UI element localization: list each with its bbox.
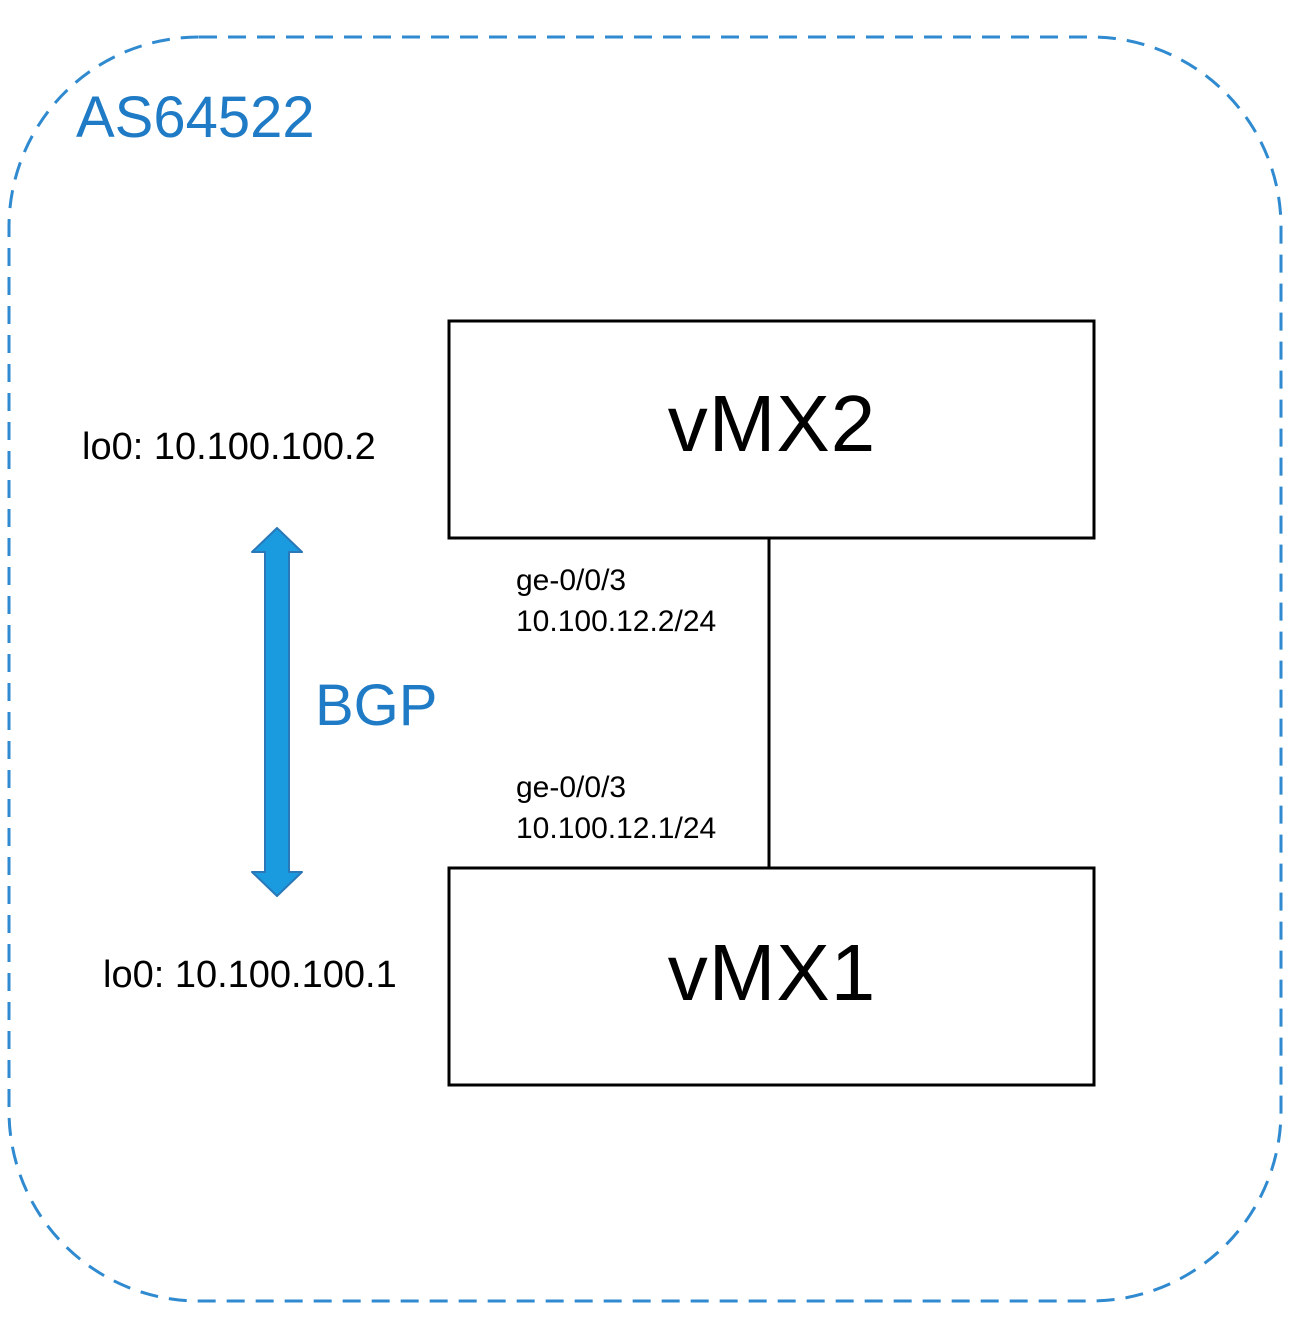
router-name-vmx1: vMX1 (667, 928, 877, 1017)
interface-name-vmx2: ge-0/0/3 (516, 564, 627, 597)
router-name-vmx2: vMX2 (667, 379, 877, 468)
router-box-vmx2[interactable] (447, 319, 1096, 540)
interface-name-vmx1: ge-0/0/3 (516, 771, 627, 804)
interface-label-vmx2: ge-0/0/3 10.100.12.2/24 (516, 560, 716, 642)
bgp-label: BGP (315, 673, 438, 738)
bgp-double-arrow-icon (251, 527, 303, 897)
loopback-label-vmx1: lo0: 10.100.100.1 (103, 954, 397, 996)
as-label: AS64522 (76, 85, 315, 150)
interface-address-vmx2: 10.100.12.2/24 (516, 605, 717, 638)
interface-address-vmx1: 10.100.12.1/24 (516, 812, 717, 845)
as-boundary (7, 35, 1283, 1303)
router-box-vmx1[interactable] (447, 866, 1096, 1087)
loopback-label-vmx2: lo0: 10.100.100.2 (82, 426, 376, 468)
interface-label-vmx1: ge-0/0/3 10.100.12.1/24 (516, 767, 716, 849)
